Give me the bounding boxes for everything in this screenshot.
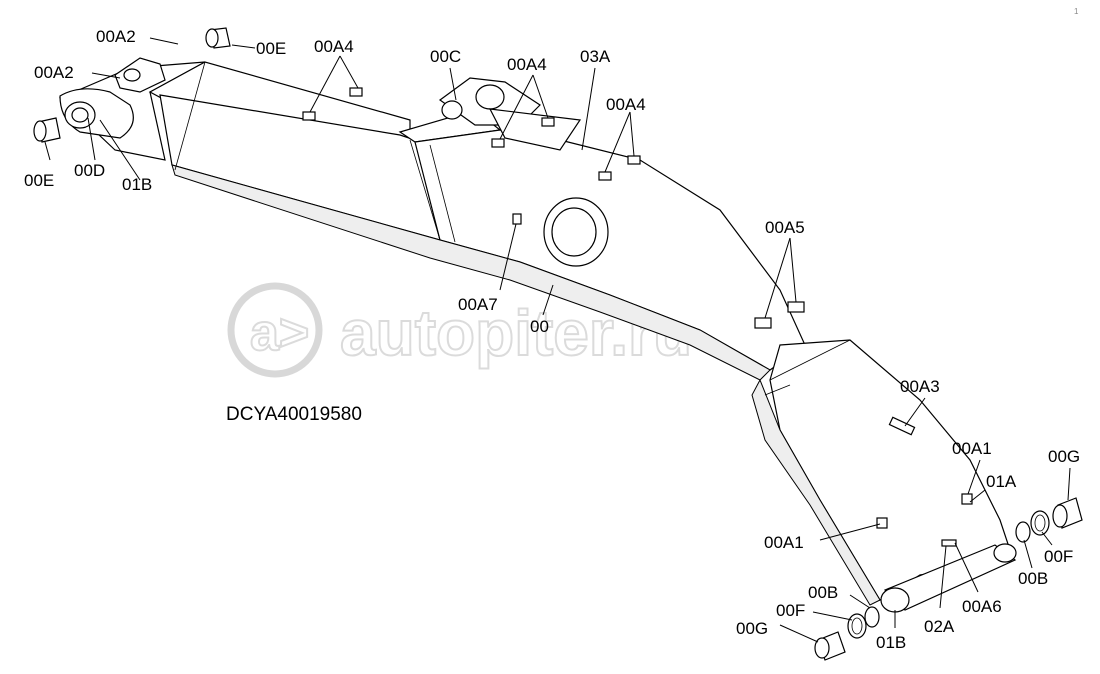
- label-00A6: 00A6: [962, 597, 1002, 616]
- label-00: 00: [530, 317, 549, 336]
- left-boss: [59, 88, 134, 139]
- label-02A: 02A: [924, 617, 955, 636]
- label-00A5: 00A5: [765, 218, 805, 237]
- cylinder-bracket: [438, 77, 582, 151]
- label-00F-bottom: 00F: [776, 601, 805, 620]
- label-00B-right: 00B: [1018, 569, 1048, 588]
- bushing-00G-bottom: [814, 631, 846, 661]
- svg-text:a>: a>: [250, 304, 309, 362]
- label-00F-right: 00F: [1044, 547, 1073, 566]
- label-00E-left: 00E: [24, 171, 54, 190]
- label-00A2-left: 00A2: [34, 63, 74, 82]
- top-left-bracket: [114, 57, 166, 93]
- label-00A2-top: 00A2: [96, 27, 136, 46]
- label-00A4-right: 00A4: [606, 95, 646, 114]
- label-00G-bottom: 00G: [736, 619, 768, 638]
- leader-lines: [44, 37, 1071, 643]
- ring-00B-bottom: [864, 606, 880, 628]
- label-00B-bottom: 00B: [808, 583, 838, 602]
- label-00D: 00D: [74, 161, 105, 180]
- labels: 00A2 00E 00A4 00C 00A4 03A 00A4 00A2 00E…: [24, 27, 1080, 652]
- drawing-code: DCYA40019580: [226, 404, 362, 425]
- label-00A1-right: 00A1: [952, 439, 992, 458]
- label-00A4-left: 00A4: [314, 37, 354, 56]
- ring-00F-right: [1030, 510, 1050, 536]
- ring-00F-bottom: [847, 613, 867, 639]
- label-01B-bottom: 01B: [876, 633, 906, 652]
- label-00A7: 00A7: [458, 295, 498, 314]
- label-00G-right: 00G: [1048, 447, 1080, 466]
- label-01B-top: 01B: [122, 175, 152, 194]
- label-03A: 03A: [580, 47, 611, 66]
- bushing-00E-left: [33, 117, 61, 143]
- label-00C: 00C: [430, 47, 461, 66]
- label-00A4-mid: 00A4: [507, 55, 547, 74]
- bushing-00E-top: [205, 27, 231, 49]
- ring-00B-right: [1015, 521, 1031, 543]
- boom-body: [58, 61, 1017, 613]
- label-00A1-bottom: 00A1: [764, 533, 804, 552]
- label-00A3: 00A3: [900, 377, 940, 396]
- corner-mark: 1: [1074, 7, 1079, 16]
- bushing-00G-right: [1052, 497, 1083, 529]
- center-boss: [543, 197, 609, 267]
- label-01A: 01A: [986, 472, 1017, 491]
- label-00E-top: 00E: [256, 39, 286, 58]
